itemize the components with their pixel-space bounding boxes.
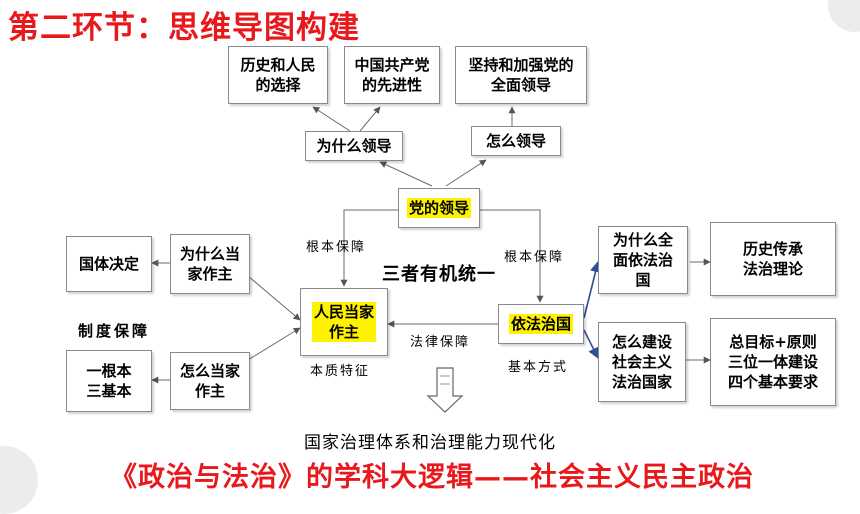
arrow-how-masters-to-people: [247, 327, 301, 361]
label-basic-guarantee-left: 根本保障: [306, 240, 367, 255]
node-party-advanced: 中国共产党 的先进性: [344, 46, 440, 104]
label-legal-guarantee: 法律保障: [410, 335, 471, 350]
arrow-party-to-rule-law: [480, 209, 544, 303]
arrow-rule-law-to-how-build: [583, 329, 599, 360]
bottom-summary: 国家治理体系和治理能力现代化: [304, 433, 556, 453]
bottom-title: 《政治与法治》的学科大逻辑——社会主义民主政治: [110, 462, 754, 493]
arrow-party-to-why-lead: [379, 161, 433, 187]
node-people-masters: 人民当家 作主: [300, 288, 388, 356]
node-history-theory: 历史传承 法治理论: [710, 222, 836, 296]
page-title: 第二环节：思维导图构建: [8, 10, 360, 46]
node-why-lead: 为什么领导: [305, 131, 403, 161]
label-organic-unity: 三者有机统一: [382, 264, 496, 285]
node-how-lead: 怎么领导: [471, 126, 561, 156]
label-system-guarantee: 制度保障: [78, 322, 151, 340]
arrow-party-to-people: [340, 209, 398, 287]
label-basic-guarantee-right: 根本保障: [504, 250, 565, 265]
label-essential-feature: 本质特征: [310, 364, 371, 379]
node-how-build: 怎么建设 社会主义 法治国家: [598, 322, 686, 402]
node-party-leadership: 党的领导: [398, 188, 480, 228]
node-why-masters: 为什么当 家作主: [170, 234, 250, 294]
node-rule-of-law: 依法治国: [498, 304, 584, 344]
arrow-why-lead-to-history: [312, 106, 351, 132]
arrow-why-lead-to-party: [359, 106, 381, 132]
node-history-choice: 历史和人民 的选择: [228, 46, 328, 104]
node-how-masters: 怎么当家 作主: [170, 352, 250, 410]
hollow-down-arrow: [426, 367, 464, 413]
node-state-nature: 国体决定: [66, 236, 152, 292]
node-why-rule-law: 为什么全 面依法治 国: [598, 226, 688, 294]
node-one-root: 一根本 三基本: [66, 350, 152, 412]
label-basic-method: 基本方式: [508, 360, 569, 375]
arrow-rule-law-to-why-rule: [583, 260, 601, 319]
arrow-party-to-how-lead: [445, 159, 487, 187]
connector-lines: [151, 106, 711, 413]
node-uphold-leadership: 坚持和加强党的 全面领导: [455, 46, 587, 104]
node-goals: 总目标+原则 三位一体建设 四个基本要求: [710, 318, 836, 406]
arrow-why-masters-to-people: [247, 275, 301, 321]
